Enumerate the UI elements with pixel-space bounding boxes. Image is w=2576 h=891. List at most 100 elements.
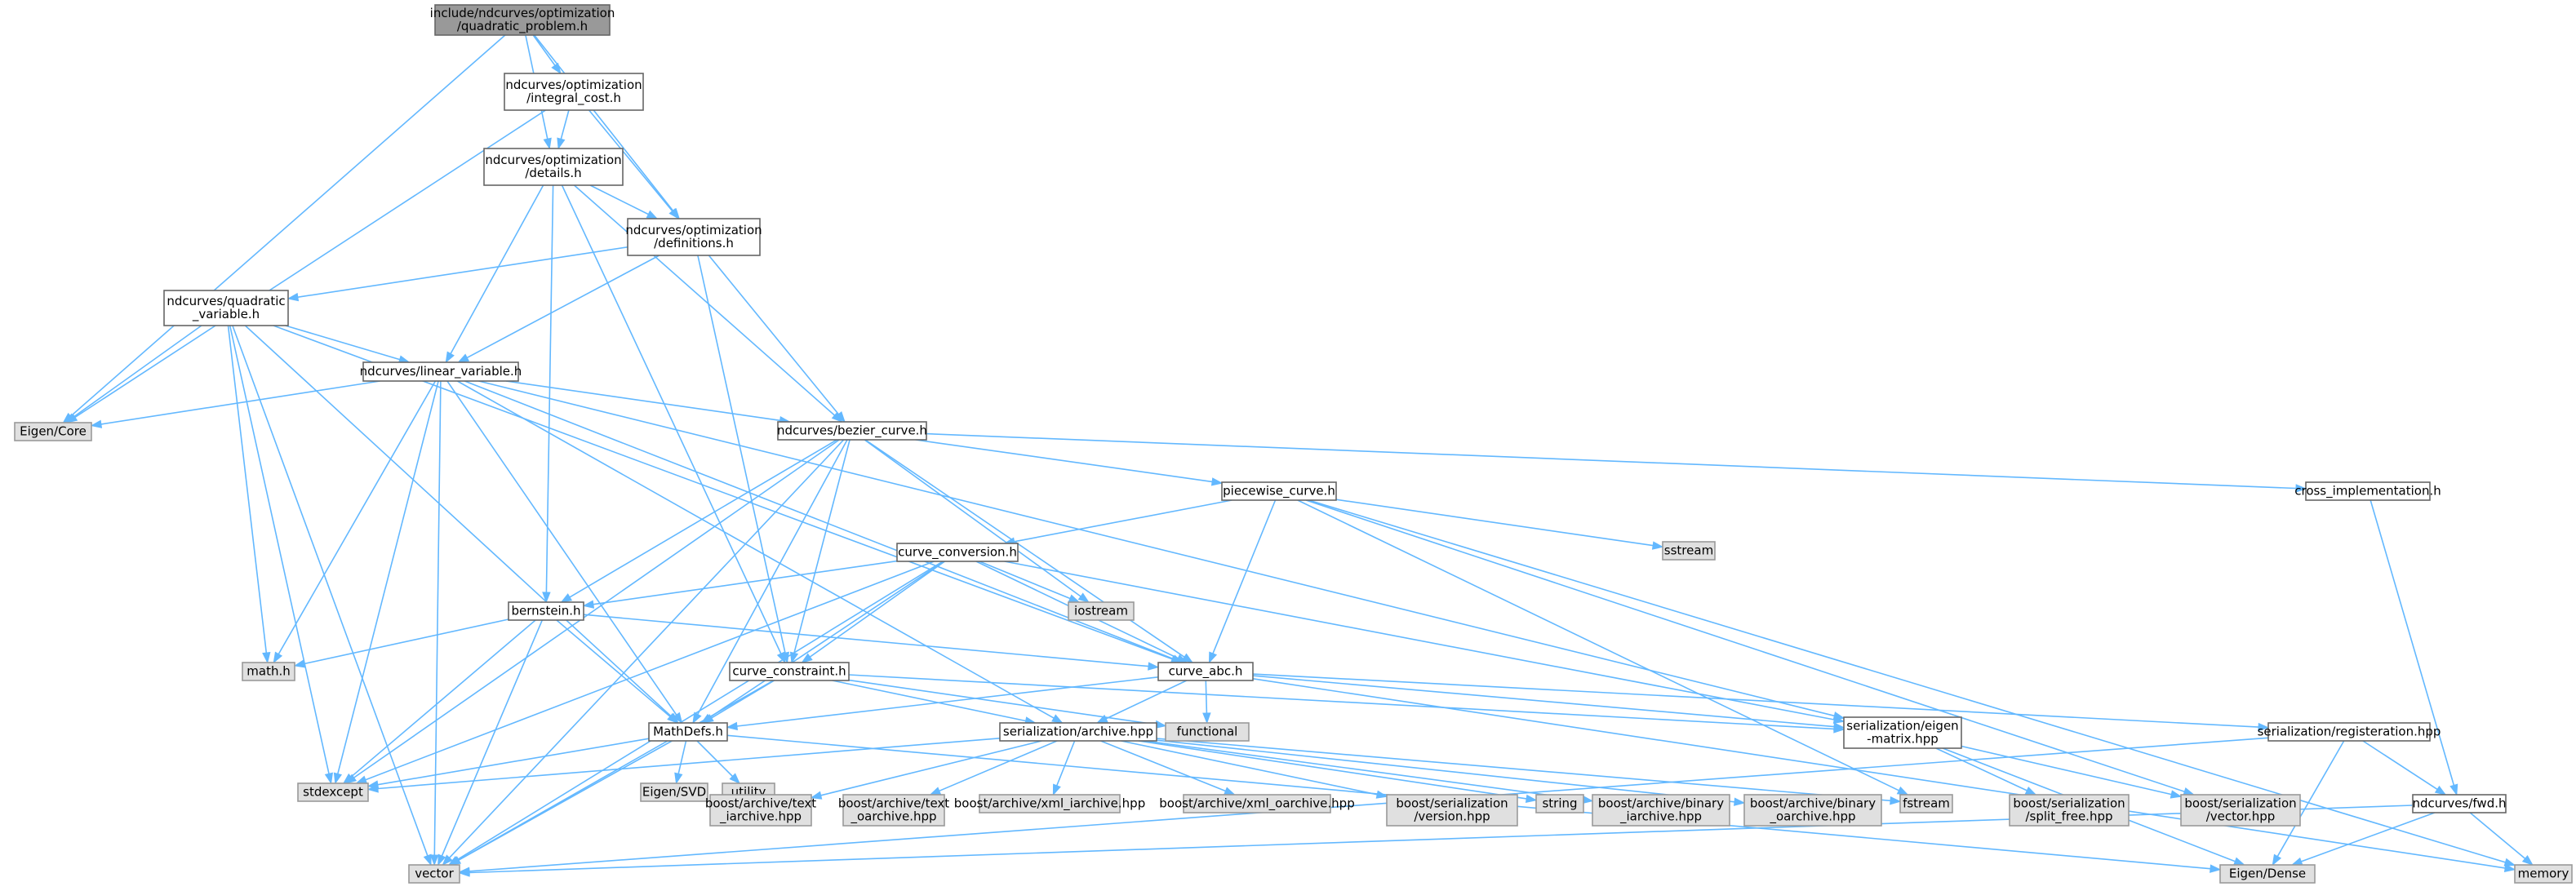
edge-arrowhead	[560, 593, 573, 603]
edge-arrowhead	[366, 784, 379, 793]
node-label: ndcurves/bezier_curve.h	[777, 423, 927, 439]
edge-arrowhead	[442, 854, 453, 867]
edge-arrowhead	[2210, 864, 2222, 873]
edge-qv-to-math	[227, 325, 271, 664]
edge-line	[2362, 740, 2438, 791]
node-box	[508, 601, 584, 621]
edge-line	[1056, 740, 1076, 787]
edge-line	[1252, 673, 2259, 728]
edge-arrowhead	[551, 62, 562, 75]
edge-arrowhead	[2449, 783, 2458, 796]
node-label: boost/serialization	[2184, 796, 2296, 811]
edge-line	[2276, 740, 2345, 857]
edge-cc-to-bern	[582, 560, 898, 609]
node-boost-archive-text-iarchive-hpp: boost/archive/text_iarchive.hpp	[705, 794, 816, 827]
node-box	[2514, 864, 2573, 884]
node-label: serialization/eigen	[1846, 719, 1958, 734]
edge-line	[915, 439, 1213, 483]
edge-abc-to-md	[726, 676, 1159, 731]
edge-line	[278, 380, 437, 654]
edge-line	[1335, 499, 1654, 547]
edge-arrowhead	[1068, 594, 1081, 603]
node-label: /integral_cost.h	[526, 91, 621, 106]
edge-fwd-to-mem	[2469, 812, 2534, 866]
node-label: Eigen/Dense	[2229, 867, 2306, 881]
node-curve-abc-h[interactable]: curve_abc.h	[1157, 662, 1254, 681]
node-ndcurves-linear-variable-h[interactable]: ndcurves/linear_variable.h	[360, 361, 522, 382]
edge-line	[809, 561, 945, 658]
edge-line	[365, 561, 935, 781]
edge-line	[1138, 740, 1527, 800]
edge-line	[297, 246, 628, 298]
edge-arrowhead	[542, 592, 551, 604]
node-label: /details.h	[525, 166, 581, 180]
edge-arch-to-stdx	[366, 738, 1001, 793]
edge-line	[458, 680, 775, 861]
node-ndcurves-bezier-curve-h[interactable]: ndcurves/bezier_curve.h	[777, 421, 927, 441]
node-box	[242, 662, 295, 681]
node-ndcurves-fwd-h[interactable]: ndcurves/fwd.h	[2412, 794, 2507, 813]
edge-arch-to-str	[1138, 740, 1538, 804]
edge-arrowhead	[2434, 785, 2447, 796]
edge-arrowhead	[430, 854, 439, 867]
node-label: _oarchive.hpp	[850, 809, 936, 825]
node-piecewise-curve-h[interactable]: piecewise_curve.h	[1221, 481, 1337, 501]
node-box	[2219, 864, 2316, 884]
node-label: _iarchive.hpp	[719, 809, 802, 825]
node-box	[1221, 481, 1337, 501]
node-sstream: sstream	[1662, 541, 1716, 561]
node-ndcurves-optimization-definitions-h[interactable]: ndcurves/optimization/definitions.h	[625, 218, 762, 256]
edge-det-to-def	[589, 184, 659, 219]
edge-line	[505, 380, 780, 422]
edge-line	[848, 679, 1157, 725]
edge-line	[2369, 499, 2455, 786]
edge-line	[100, 380, 380, 425]
edge-arch-to-bo	[1156, 739, 1746, 806]
node-vector: vector	[408, 864, 460, 884]
edge-arrowhead	[1224, 787, 1236, 796]
edge-line	[736, 676, 1159, 727]
edge-line	[469, 737, 2269, 872]
edge-arrowhead	[1077, 592, 1090, 603]
node-bernstein-h[interactable]: bernstein.h	[508, 601, 584, 621]
node-serialization-eigen-matrix-hpp[interactable]: serialization/eigen-matrix.hpp	[1843, 716, 1962, 749]
node-curve-constraint-h[interactable]: curve_constraint.h	[729, 662, 850, 681]
edge-arrowhead	[1052, 783, 1061, 796]
edge-arch-to-xo	[1100, 740, 1236, 796]
edge-line	[478, 380, 1835, 717]
edge-line	[593, 560, 898, 605]
node-serialization-registeration-hpp[interactable]: serialization/registeration.hpp	[2258, 722, 2441, 742]
node-ndcurves-optimization-integral-cost-h[interactable]: ndcurves/optimization/integral_cost.h	[504, 73, 644, 111]
node-boost-archive-xml-iarchive-hpp: boost/archive/xml_iarchive.hpp	[954, 794, 1145, 813]
edge-abc-to-eig	[1252, 675, 1845, 731]
edge-line	[244, 325, 672, 717]
node-eigen-dense: Eigen/Dense	[2219, 864, 2316, 884]
node-box	[729, 662, 850, 681]
edge-line	[232, 325, 429, 856]
edge-abc-to-func	[1202, 680, 1211, 725]
edge-line	[456, 380, 1055, 719]
edge-arrowhead	[286, 292, 300, 302]
edge-line	[573, 184, 836, 416]
node-ndcurves-optimization-details-h[interactable]: ndcurves/optimization/details.h	[483, 148, 624, 186]
node-mathdefs-h[interactable]: MathDefs.h	[648, 722, 728, 742]
edge-arrowhead	[423, 853, 432, 867]
node-include-ndcurves-optimization-quadratic-problem-h[interactable]: include/ndcurves/optimization/quadratic_…	[430, 4, 615, 36]
node-box	[434, 4, 611, 36]
edge-arrowhead	[1651, 541, 1664, 550]
edge-lv-to-bz	[505, 380, 791, 425]
node-cross-implementation-h[interactable]: cross_implementation.h	[2294, 481, 2441, 501]
node-label: _iarchive.hpp	[1619, 809, 1702, 825]
node-box	[709, 794, 812, 827]
node-curve-conversion-h[interactable]: curve_conversion.h	[896, 543, 1019, 562]
node-ndcurves-quadratic-variable-h[interactable]: ndcurves/quadratic_variable.h	[163, 290, 289, 326]
edge-eig-to-bvec	[1961, 745, 2183, 799]
node-layer: include/ndcurves/optimization/quadratic_…	[14, 4, 2573, 884]
node-box	[362, 361, 519, 382]
node-serialization-archive-hpp[interactable]: serialization/archive.hpp	[999, 722, 1157, 742]
node-iostream: iostream	[1068, 601, 1135, 621]
edge-line	[1105, 680, 1188, 720]
node-label: boost/archive/xml_iarchive.hpp	[954, 796, 1145, 812]
node-label: /vector.hpp	[2206, 809, 2276, 824]
node-label: iostream	[1074, 604, 1128, 618]
